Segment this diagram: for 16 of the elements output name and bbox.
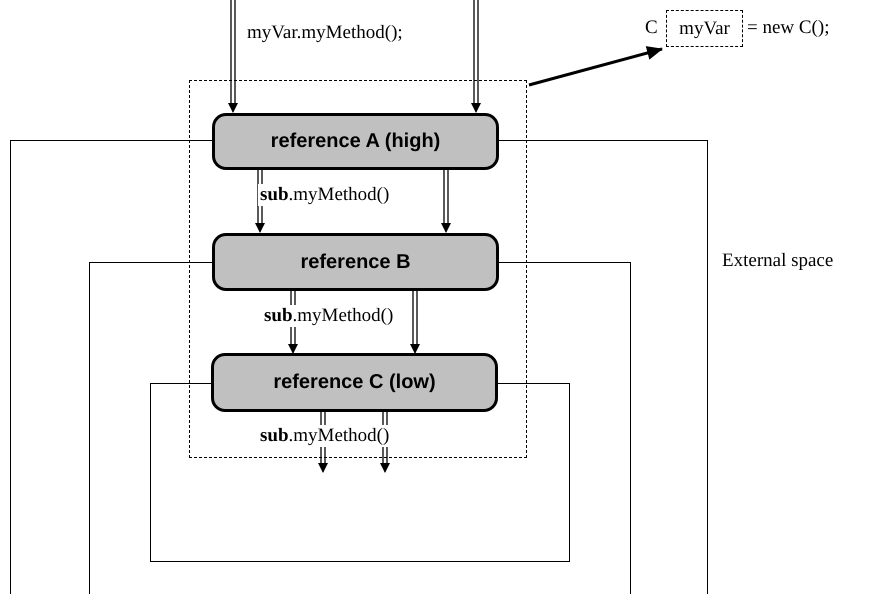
arrow xyxy=(410,289,420,354)
arrow xyxy=(228,0,238,113)
highlight-box: myVar xyxy=(666,10,743,47)
code-text: C xyxy=(645,17,658,39)
process-box: reference B xyxy=(212,233,499,291)
edge-label: sub.myMethod() xyxy=(258,425,392,447)
dashed-frame xyxy=(189,80,527,458)
edge-label: sub.myMethod() xyxy=(258,184,392,206)
process-box: reference A (high) xyxy=(212,113,499,170)
code-text: = new C(); xyxy=(747,17,830,39)
region-label: External space xyxy=(722,250,834,272)
arrow xyxy=(471,0,481,113)
edge-label: sub.myMethod() xyxy=(262,305,396,327)
process-box: reference C (low) xyxy=(211,353,498,412)
arrow xyxy=(528,46,663,86)
arrow xyxy=(441,168,451,233)
